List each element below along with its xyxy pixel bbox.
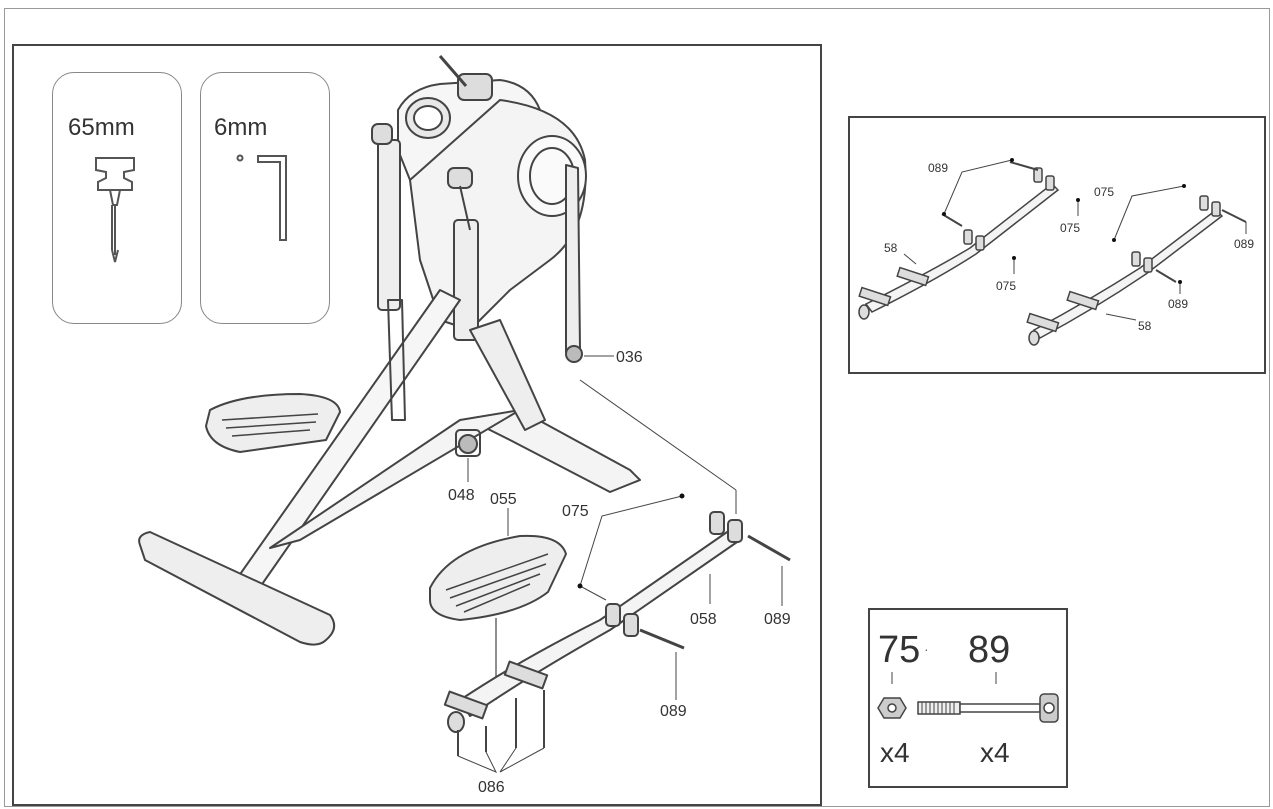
- label-048: 048: [448, 487, 475, 504]
- detail-leader-dots: [942, 158, 1186, 284]
- screwdriver-icon: [95, 157, 135, 263]
- detail-label-075-bottom: 075: [996, 279, 1016, 293]
- label-075: 075: [562, 503, 589, 520]
- label-089-lower: 089: [660, 703, 687, 720]
- detail-label-075-mid: 075: [1060, 221, 1080, 235]
- tool-size-screwdriver: 65mm: [68, 114, 135, 141]
- nut-code-dot: ·: [924, 641, 929, 657]
- detail-label-089-bottom: 089: [1168, 297, 1188, 311]
- tool-card-hex-key: [200, 72, 330, 324]
- bolt-icon: [917, 693, 1059, 723]
- detail-label-075-right: 075: [1094, 185, 1114, 199]
- label-086: 086: [478, 779, 505, 796]
- nut-code: 75: [878, 629, 920, 671]
- label-055: 055: [490, 491, 517, 508]
- detail-label-089-right: 089: [1234, 237, 1254, 251]
- hex-key-icon: [236, 154, 287, 241]
- tool-size-hex-key: 6mm: [214, 114, 267, 141]
- bolt-code: 89: [968, 629, 1010, 671]
- nut-quantity: x4: [880, 737, 910, 768]
- detail-label-58-left: 58: [884, 241, 898, 255]
- label-089-right: 089: [764, 611, 791, 628]
- detail-arm-left: [858, 161, 1060, 320]
- detail-label-089-left: 089: [928, 161, 948, 175]
- detail-label-58-right: 58: [1138, 319, 1152, 333]
- main-assembly-panel: [12, 44, 822, 806]
- elliptical-machine-drawing: [138, 55, 791, 756]
- detail-arm-right: [1026, 195, 1247, 346]
- tool-card-screwdriver: [52, 72, 182, 324]
- nut-icon: [877, 697, 907, 719]
- label-036: 036: [616, 349, 643, 366]
- page-border: [4, 8, 1270, 807]
- main-leader-dots: [577, 493, 685, 589]
- label-058: 058: [690, 611, 717, 628]
- bolt-quantity: x4: [980, 737, 1010, 768]
- hardware-panel: [868, 608, 1068, 788]
- main-leader-lines: [457, 355, 783, 773]
- pedal-arm-detail-panel: [848, 116, 1266, 374]
